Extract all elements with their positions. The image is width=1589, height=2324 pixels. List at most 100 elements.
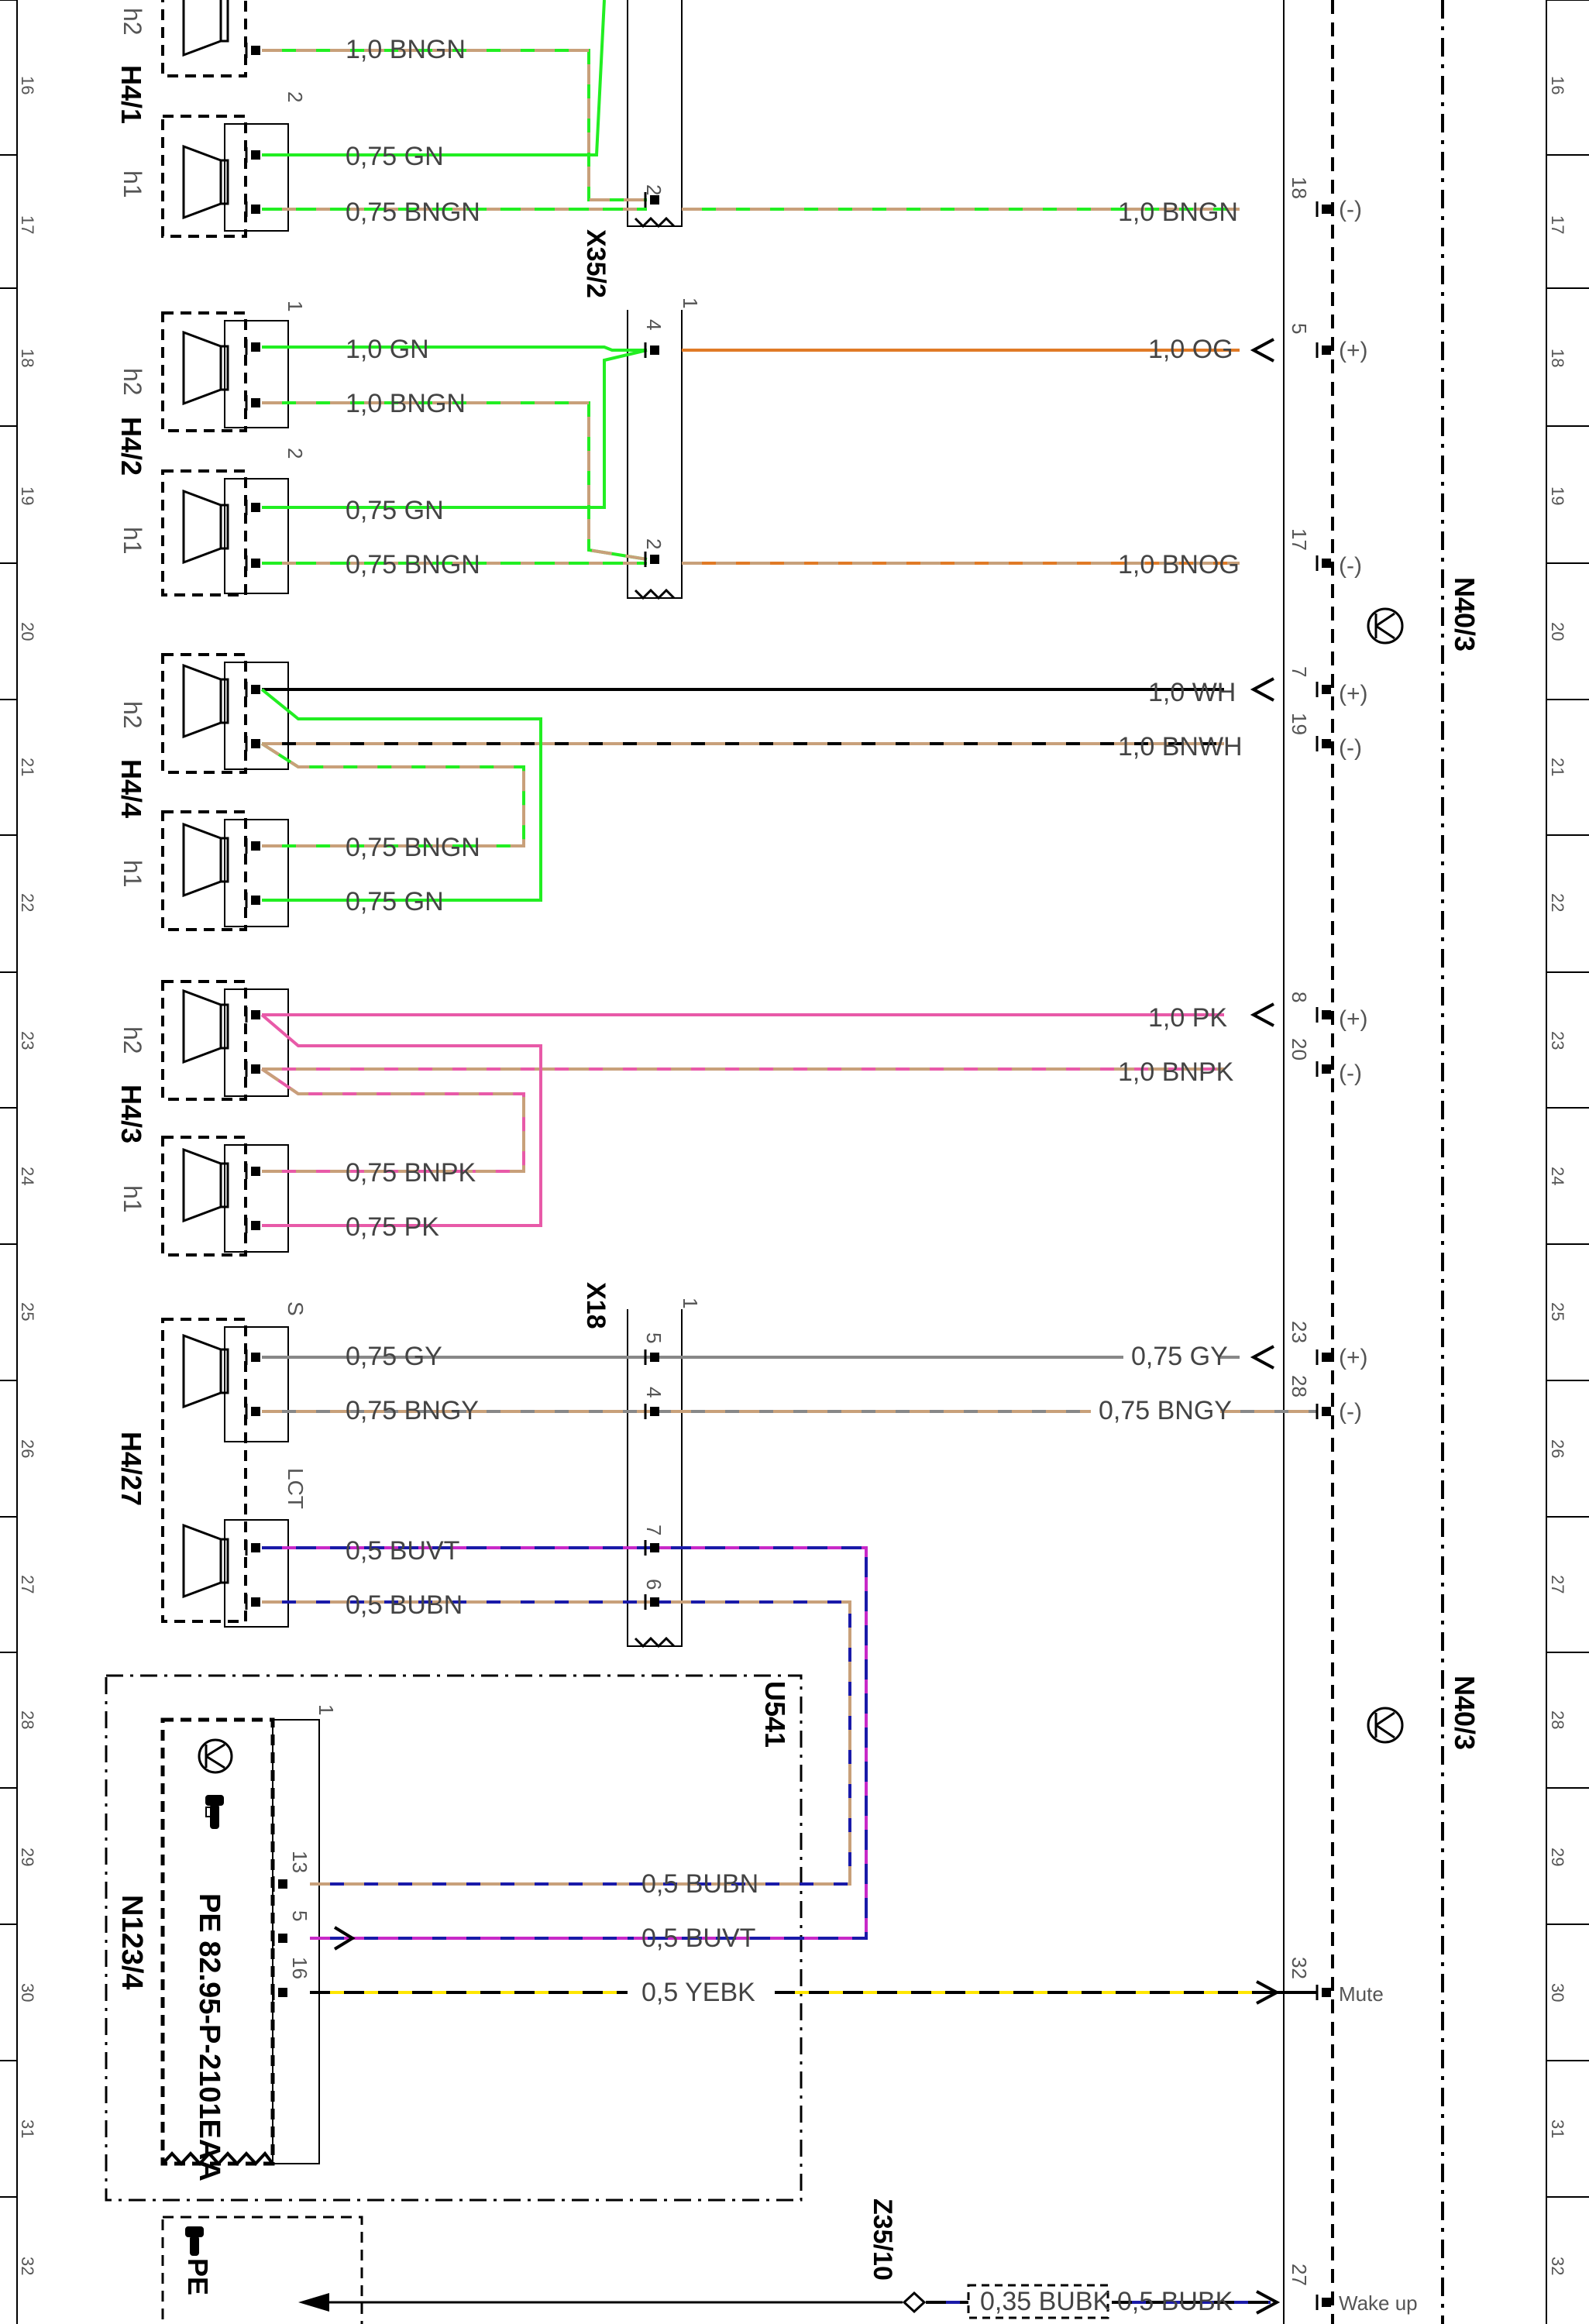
wire-label: 1,0 BNOG	[1118, 550, 1240, 579]
speaker-tag-h2: h2	[119, 701, 146, 729]
pin-contact	[1316, 555, 1331, 571]
wire-label: 0,5 YEBK	[641, 1978, 755, 2007]
signal-arrow	[1256, 1980, 1281, 2005]
row-number-left: 21	[18, 758, 37, 776]
x35-2-pin-4: 4	[642, 319, 666, 330]
pin-contact	[644, 1594, 659, 1610]
x18-pin-4: 4	[642, 1387, 666, 1397]
row-number-right: 24	[1548, 1167, 1567, 1185]
wire-label: 1,0 GN	[346, 335, 429, 364]
zigzag-break	[634, 588, 676, 600]
row-number-left: 22	[18, 893, 37, 912]
wire-label: 0,5 BUVT	[346, 1536, 459, 1566]
speaker-tag-h1: h1	[119, 1185, 146, 1213]
wire-label: 0,75 BNGN	[346, 198, 480, 227]
pin-contact	[245, 1061, 260, 1077]
n40-3-signal: (-)	[1339, 735, 1362, 761]
x18-pin-7: 7	[642, 1525, 666, 1535]
pin-contact	[245, 838, 260, 854]
row-ticks	[0, 0, 1589, 2198]
row-number-left: 23	[18, 1031, 37, 1050]
pin-contact	[644, 1404, 659, 1419]
x35-2-pin-2: 2	[642, 538, 666, 549]
pin-contact	[1316, 736, 1331, 751]
pin-contact	[272, 1876, 287, 1892]
row-number-left: 30	[18, 1983, 37, 2002]
n123-4-pin-5: 5	[288, 1910, 311, 1921]
wire-label: 0,75 BNGN	[346, 550, 480, 579]
speaker-icon	[182, 489, 229, 565]
connector-x35-2	[627, 0, 683, 1647]
pin-contact	[1316, 1985, 1331, 2000]
row-number-left: 29	[18, 1848, 37, 1866]
transistor-icon	[1367, 1707, 1404, 1744]
wire-label: 0,75 BNGN	[346, 833, 480, 862]
wire-labels: 1,0 BNGN 0,75 GN 0,75 BNGN 1,0 BNGN 1,0 …	[346, 35, 1243, 2316]
pin-contact	[245, 1404, 260, 1419]
n40-3-pin-19: 19	[1288, 713, 1311, 735]
speaker-boxes	[161, 0, 289, 1628]
row-number-left: 26	[18, 1439, 37, 1458]
optional-wire-box	[967, 2284, 1109, 2319]
pin-contact	[644, 1540, 659, 1556]
arrow-head	[298, 2293, 329, 2312]
signal-arrow	[1250, 1345, 1274, 1370]
row-number-right: 30	[1548, 1983, 1567, 2002]
wire-label: 1,0 BNGN	[1118, 198, 1238, 227]
n40-3-signal: (+)	[1339, 681, 1368, 706]
pin-contact	[245, 147, 260, 163]
pin-contact	[245, 682, 260, 697]
n40-3-signal: (-)	[1339, 197, 1362, 222]
pin-contact	[245, 555, 260, 571]
wire-label: 0,75 BNPK	[346, 1158, 476, 1188]
n40-3-pin-5: 5	[1288, 323, 1311, 334]
pin-contact	[245, 736, 260, 751]
n40-3-signal: (+)	[1339, 338, 1368, 363]
wire-label: 0,5 BUBK	[1117, 2287, 1233, 2316]
row-number-right: 18	[1548, 349, 1567, 367]
n40-3-signal: (-)	[1339, 1061, 1362, 1086]
n123-4-pin-16: 16	[288, 1957, 311, 1979]
speaker-icon	[182, 988, 229, 1064]
n40-3-pin-18: 18	[1288, 177, 1311, 199]
n40-3-signal: (+)	[1339, 1345, 1368, 1370]
pin-contact	[1316, 1007, 1331, 1023]
wire	[260, 688, 542, 902]
pin-contact	[644, 552, 659, 567]
wire	[262, 0, 606, 156]
wire-label: 0,75 GY	[1131, 1342, 1228, 1371]
h4-1-label: H4/1	[115, 65, 147, 124]
n40-3-pin-20: 20	[1288, 1038, 1311, 1061]
wire-label: 1,0 OG	[1148, 335, 1233, 364]
wire-label: 0,75 GN	[346, 887, 444, 916]
sub-pin-1: 1	[284, 301, 307, 311]
row-number-right: 28	[1548, 1710, 1567, 1729]
speaker-icon	[182, 330, 229, 406]
wire-label: 0,35 BUBK	[980, 2287, 1111, 2316]
n40-3-pin-7: 7	[1288, 666, 1311, 677]
n123-4-ref: PE 82.95-P-2101EAA	[193, 1893, 225, 2181]
row-number-right: 29	[1548, 1848, 1567, 1866]
n40-3-signal: (-)	[1339, 1399, 1362, 1425]
pin-contact	[1316, 1061, 1331, 1077]
wire-label: 1,0 WH	[1148, 678, 1236, 707]
speaker-icon	[182, 1147, 229, 1223]
row-number-left: 25	[18, 1302, 37, 1321]
wire	[262, 1546, 868, 1940]
speaker-tag-h2: h2	[119, 8, 146, 36]
pin-contact	[1316, 1404, 1331, 1419]
x18-pin-6: 6	[642, 1579, 666, 1590]
row-number-left: 27	[18, 1575, 37, 1593]
row-number-right: 17	[1548, 215, 1567, 234]
row-number-right: 27	[1548, 1575, 1567, 1593]
speaker-tag-h2: h2	[119, 368, 146, 396]
h4-3-label: H4/3	[115, 1085, 147, 1143]
wire	[262, 401, 648, 561]
row-number-left: 28	[18, 1710, 37, 1729]
n123-4-pin-13: 13	[288, 1851, 311, 1873]
speaker-icon	[182, 0, 229, 57]
row-number-right: 20	[1548, 622, 1567, 641]
speaker-tag-h1: h1	[119, 170, 146, 198]
speaker-icon	[182, 822, 229, 898]
